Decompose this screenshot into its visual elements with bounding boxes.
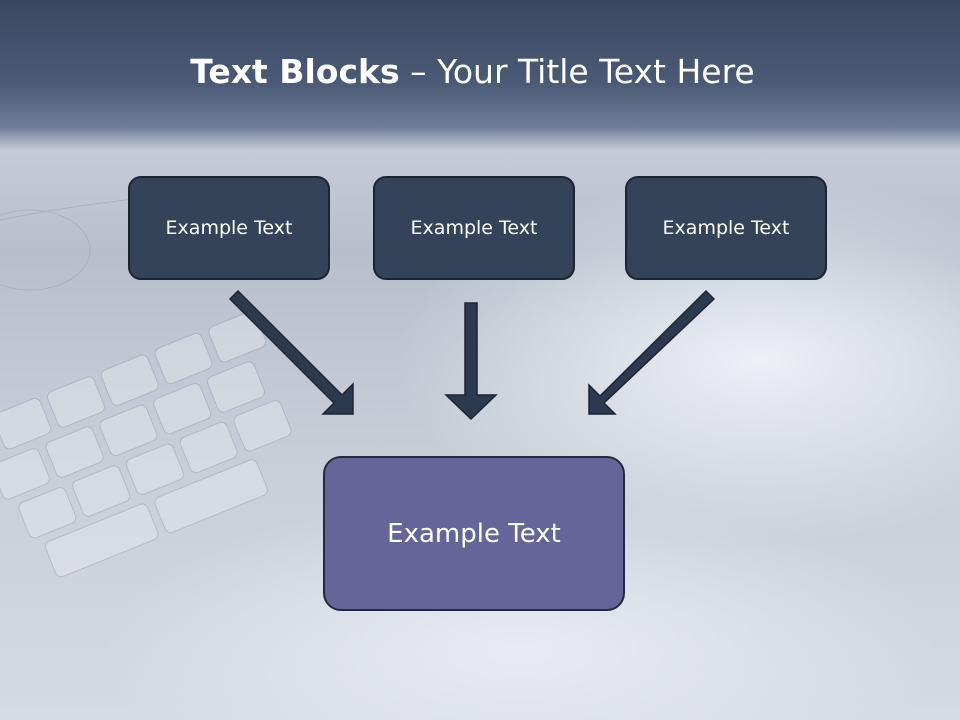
title-regular-part: Your Title Text Here: [437, 52, 755, 91]
arrow-down-right: [228, 289, 354, 415]
header-band: [0, 0, 960, 150]
slide-title: Text Blocks – Your Title Text Here: [0, 52, 945, 91]
keyboard-background-image: [0, 192, 331, 578]
text-block-left[interactable]: Example Text: [128, 176, 330, 280]
text-block-bottom[interactable]: Example Text: [323, 456, 625, 611]
text-block-right[interactable]: Example Text: [625, 176, 827, 280]
arrow-down-left: [588, 289, 716, 415]
title-bold-part: Text Blocks: [190, 52, 400, 91]
title-separator: –: [399, 52, 438, 91]
text-block-center[interactable]: Example Text: [373, 176, 575, 280]
arrow-down: [444, 302, 498, 421]
